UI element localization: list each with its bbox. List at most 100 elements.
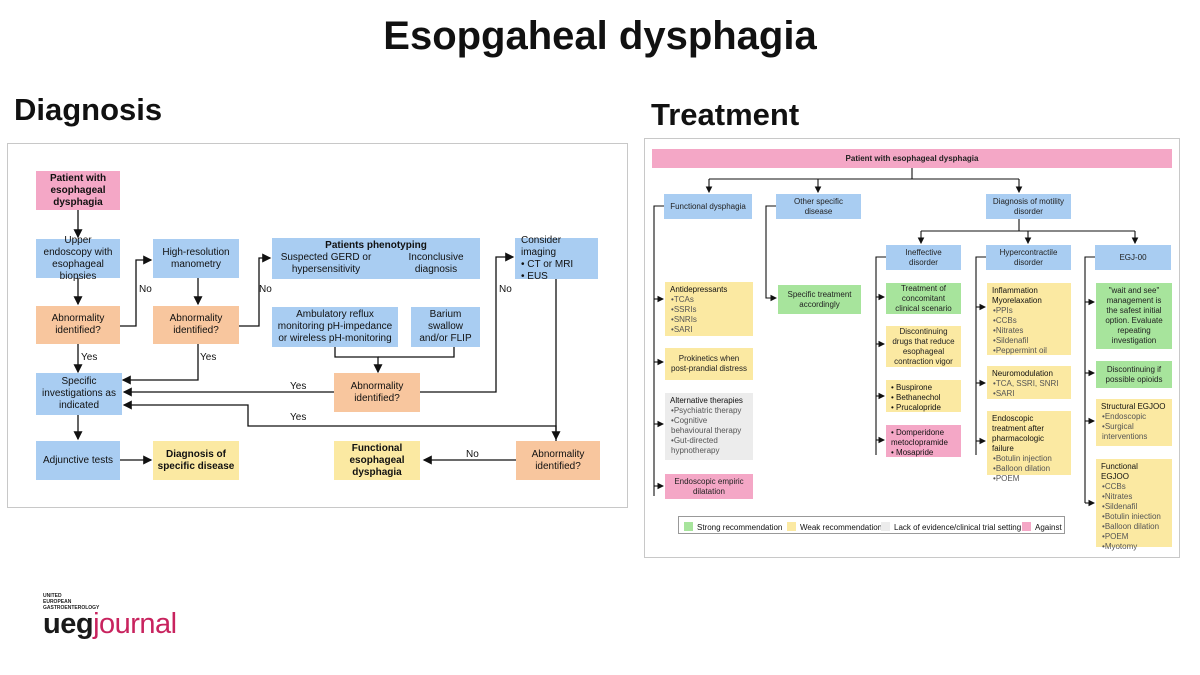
structural-egjoo-box: Structural EGJOO Endoscopic Surgical int…: [1096, 399, 1172, 446]
antidepressant-sari: SARI: [671, 325, 748, 335]
prucalopride-item: • Prucalopride: [891, 403, 941, 412]
abnormality-box-3: Abnormality identified?: [334, 373, 420, 412]
imaging-box: Consider imaging • CT or MRI • EUS: [515, 234, 598, 282]
adjunctive-tests-box: Adjunctive tests: [36, 441, 120, 480]
legend-against: Against: [1022, 522, 1062, 532]
legend-against-swatch: [1022, 522, 1031, 531]
phenotyping-title: Patients phenotyping: [325, 240, 427, 251]
phenotyping-box: Patients phenotyping Suspected GERD or h…: [272, 238, 480, 279]
neuromodulation-sari: SARI: [993, 389, 1066, 399]
imaging-title: Consider imaging: [521, 234, 562, 258]
legend-strong: Strong recommendation: [684, 522, 782, 532]
legend-lack-swatch: [881, 522, 890, 531]
fegjoo-poem: POEM: [1102, 532, 1167, 542]
structural-surgical: Surgical interventions: [1102, 422, 1167, 442]
functional-dysphagia-node: Functional dysphagia: [664, 194, 752, 219]
logo-wordmark: uegjournal: [43, 608, 193, 640]
patient-box: Patient with esophageal dysphagia: [36, 171, 120, 210]
mosapride-item: • Mosapride: [891, 448, 934, 457]
buspirone-box: • Buspirone • Bethanechol • Prucalopride: [886, 380, 961, 412]
inflammation-title: Inflammation Myorelaxation: [992, 286, 1042, 305]
domperidone-item: • Domperidone metoclopramide: [891, 428, 948, 447]
fegjoo-ccbs: CCBs: [1102, 482, 1167, 492]
no-label-1: No: [139, 284, 152, 295]
fegjoo-sildenafil: Sildenafil: [1102, 502, 1167, 512]
alternative-hypnotherapy: Gut-directed hypnotherapy: [671, 436, 748, 456]
legend-lack-evidence: Lack of evidence/clinical trial setting: [881, 522, 1021, 532]
imaging-item-eus: • EUS: [521, 270, 548, 282]
treatment-heading: Treatment: [651, 97, 800, 132]
treatment-flowchart: Patient with esophageal dysphagia Functi…: [644, 138, 1180, 558]
fegjoo-botulin: Botulin iniection: [1102, 512, 1167, 522]
alternative-therapies-box: Alternative therapies Psychiatric therap…: [665, 393, 753, 460]
abnormality-box-2: Abnormality identified?: [153, 306, 239, 344]
discontinuing-opioids-box: Discontinuing if possible opioids: [1096, 361, 1172, 388]
concomitant-treatment-box: Treatment of concomitant clinical scenar…: [886, 283, 961, 314]
inflammation-sildenafil: Sildenafil: [993, 336, 1066, 346]
antidepressants-title: Antidepressants: [670, 285, 728, 294]
egj-node: EGJ-00: [1095, 245, 1171, 270]
legend-strong-swatch: [684, 522, 693, 531]
bethanechol-item: • Bethanechol: [891, 393, 941, 402]
discontinuing-drugs-box: Discontinuing drugs that reduce esophage…: [886, 326, 961, 367]
alternative-psychiatric: Psychiatric therapy: [671, 406, 748, 416]
functional-dysphagia-box: Functional esophageal dysphagia: [334, 441, 420, 480]
buspirone-item: • Buspirone: [891, 383, 933, 392]
inflammation-ccbs: CCBs: [993, 316, 1066, 326]
inconclusive-label: Inconclusive diagnosis: [408, 252, 464, 275]
logo-ueg: ueg: [43, 608, 94, 640]
inflammation-nitrates: Nitrates: [993, 326, 1066, 336]
diagnosis-heading: Diagnosis: [14, 92, 163, 127]
antidepressants-box: Antidepressants TCAs SSRIs SNRIs SARI: [665, 282, 753, 336]
main-title: Esopgaheal dysphagia: [383, 14, 817, 58]
yes-label-3: Yes: [290, 381, 307, 392]
structural-title: Structural EGJOO: [1101, 402, 1166, 411]
endoscopic-poem: POEM: [993, 474, 1066, 484]
endoscopic-botulin: Botulin injection: [993, 454, 1066, 464]
neuromodulation-tca: TCA, SSRI, SNRI: [993, 379, 1066, 389]
inflammation-box: Inflammation Myorelaxation PPIs CCBs Nit…: [987, 283, 1071, 355]
fegjoo-balloon: Balloon dilation: [1102, 522, 1167, 532]
neuromodulation-title: Neuromodulation: [992, 369, 1053, 378]
no-label-2: No: [259, 284, 272, 295]
endoscopic-treatment-box: Endoscopic treatment after pharmacologic…: [987, 411, 1071, 483]
domperidone-box: • Domperidone metoclopramide • Mosapride: [886, 425, 961, 457]
legend-weak-swatch: [787, 522, 796, 531]
logo-journal: journal: [93, 608, 177, 640]
fegjoo-myotomy: Myotomy: [1102, 542, 1167, 552]
treatment-patient-box: Patient with esophageal dysphagia: [652, 149, 1172, 168]
yes-label-2: Yes: [200, 352, 217, 363]
endoscopic-treatment-title: Endoscopic treatment after pharmacologic…: [992, 414, 1045, 453]
barium-swallow-box: Barium swallow and/or FLIP: [411, 307, 480, 347]
yes-label-4: Yes: [290, 412, 307, 423]
imaging-item-ct: • CT or MRI: [521, 258, 574, 270]
other-specific-disease-node: Other specific disease: [776, 194, 861, 219]
inflammation-peppermint: Peppermint oil: [993, 346, 1066, 356]
motility-diagnosis-node: Diagnosis of motility disorder: [986, 194, 1071, 219]
antidepressant-tcas: TCAs: [671, 295, 748, 305]
ambulatory-monitoring-box: Ambulatory reflux monitoring pH-impedanc…: [272, 307, 398, 347]
structural-endoscopic: Endoscopic: [1102, 412, 1167, 422]
ueg-journal-logo: UNITED EUROPEAN GASTROENTEROLOGY uegjour…: [43, 593, 193, 640]
abnormality-box-1: Abnormality identified?: [36, 306, 120, 344]
legend: Strong recommendation Weak recommendatio…: [678, 516, 1065, 534]
neuromodulation-box: Neuromodulation TCA, SSRI, SNRI SARI: [987, 366, 1071, 399]
inflammation-ppis: PPIs: [993, 306, 1066, 316]
hrm-box: High-resolution manometry: [153, 239, 239, 278]
diagnosis-specific-disease-box: Diagnosis of specific disease: [153, 441, 239, 480]
abnormality-box-4: Abnormality identified?: [516, 441, 600, 480]
diagnosis-flowchart: Patient with esophageal dysphagia Upper …: [7, 143, 628, 508]
ineffective-disorder-node: Ineffective disorder: [886, 245, 961, 270]
suspected-gerd-label: Suspected GERD or hypersensitivity: [280, 252, 372, 275]
logo-small-text: UNITED EUROPEAN GASTROENTEROLOGY: [43, 593, 100, 611]
endoscopic-balloon: Balloon dilation: [993, 464, 1066, 474]
hypercontractile-disorder-node: Hypercontractile disorder: [986, 245, 1071, 270]
functional-egjoo-title: Functional EGJOO: [1101, 462, 1138, 481]
wait-and-see-box: "wait and see" management is the safest …: [1096, 283, 1172, 349]
legend-weak: Weak recommendation: [787, 522, 882, 532]
yes-label-1: Yes: [81, 352, 98, 363]
treatment-connectors: [653, 168, 1139, 507]
specific-investigations-box: Specific investigations as indicated: [36, 373, 122, 415]
functional-egjoo-box: Functional EGJOO CCBs Nitrates Sildenafi…: [1096, 459, 1172, 551]
specific-treatment-box: Specific treatment accordingly: [778, 285, 861, 314]
